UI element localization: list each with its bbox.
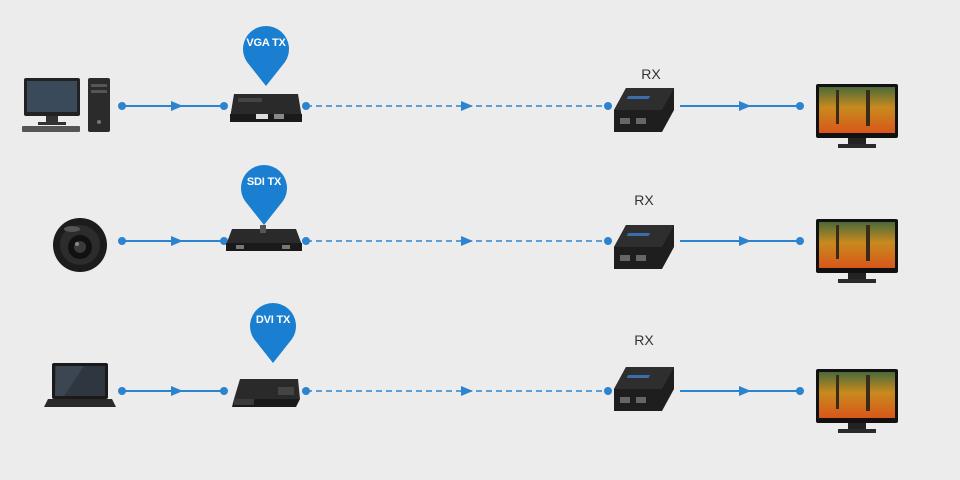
sdi-transmitter-icon <box>226 225 302 251</box>
dvi-tx-pin: DVI TX <box>246 301 300 363</box>
vga-tx-label: VGA TX <box>246 37 286 49</box>
connection-lines <box>118 386 804 396</box>
row-vga: VGA TX RX <box>0 0 960 150</box>
monitor-icon <box>816 369 898 433</box>
dome-camera-icon <box>53 218 107 272</box>
monitor-icon <box>816 219 898 283</box>
row-sdi: SDI TX RX <box>0 135 960 285</box>
rx-receiver-icon <box>614 367 674 411</box>
laptop-icon <box>44 363 116 407</box>
rx-label: RX <box>634 332 654 348</box>
rx-receiver-icon <box>614 88 674 132</box>
rx-receiver-icon <box>614 225 674 269</box>
vga-tx-pin: VGA TX <box>239 24 293 86</box>
rx-label: RX <box>634 192 654 208</box>
vga-transmitter-icon <box>230 94 302 122</box>
monitor-icon <box>816 84 898 148</box>
connection-lines <box>118 236 804 246</box>
sdi-tx-label: SDI TX <box>246 176 282 188</box>
desktop-computer-icon <box>22 78 110 132</box>
sdi-tx-pin: SDI TX <box>237 163 291 225</box>
dvi-tx-label: DVI TX <box>255 314 291 326</box>
rx-label: RX <box>641 66 661 82</box>
connection-lines <box>118 101 804 111</box>
dvi-transmitter-icon <box>232 379 300 407</box>
row-dvi: DVI TX RX <box>0 285 960 435</box>
